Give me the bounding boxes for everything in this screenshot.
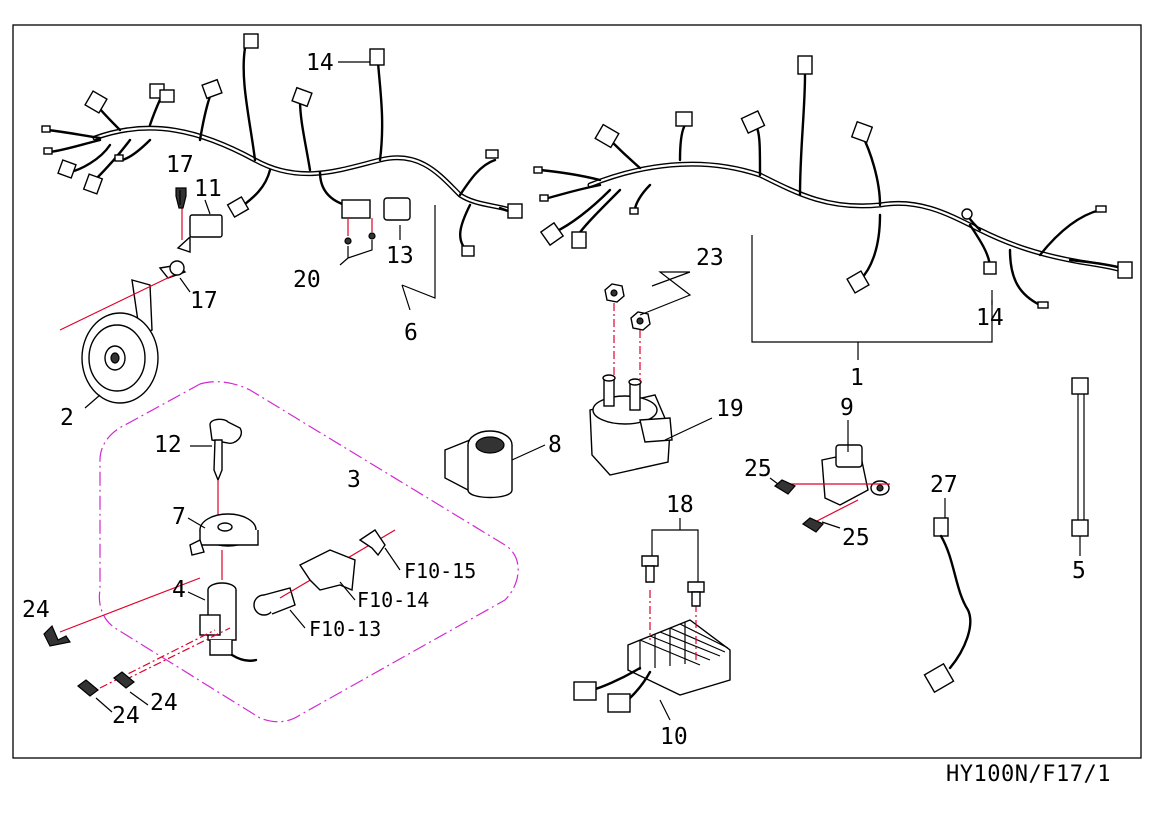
diagram-reference-code: HY100N/F17/1 bbox=[946, 762, 1111, 787]
callout-25-top: 25 bbox=[744, 456, 772, 482]
callout-5: 5 bbox=[1072, 558, 1086, 584]
callout-14-left: 14 bbox=[306, 50, 334, 76]
callout-1: 1 bbox=[850, 365, 864, 391]
callout-8: 8 bbox=[548, 432, 562, 458]
wiring-harness-left bbox=[41, 33, 523, 257]
clip-f10-15 bbox=[358, 529, 386, 557]
sensor-9 bbox=[821, 444, 890, 506]
callout-19: 19 bbox=[716, 396, 744, 422]
callout-17-bottom: 17 bbox=[190, 288, 218, 314]
callout-7: 7 bbox=[172, 504, 186, 530]
harness-relay bbox=[341, 199, 371, 219]
callout-f10-13: F10-13 bbox=[309, 617, 381, 641]
callout-13: 13 bbox=[386, 243, 414, 269]
callout-9: 9 bbox=[840, 395, 854, 421]
callout-20: 20 bbox=[293, 267, 321, 293]
leader-lines bbox=[84, 61, 1081, 721]
callout-25-bottom: 25 bbox=[842, 525, 870, 551]
callout-27: 27 bbox=[930, 472, 958, 498]
callout-24-left: 24 bbox=[22, 597, 50, 623]
bolt-18a bbox=[641, 555, 659, 583]
relay-11 bbox=[189, 214, 223, 238]
lead-5 bbox=[1071, 377, 1089, 537]
callout-6: 6 bbox=[404, 320, 418, 346]
seat-lock-f10-13 bbox=[253, 587, 296, 616]
callout-24-bottom-a: 24 bbox=[112, 703, 140, 729]
callout-f10-14: F10-14 bbox=[357, 588, 429, 612]
callout-23: 23 bbox=[696, 245, 724, 271]
wiring-harness-right bbox=[533, 55, 1133, 309]
key-12 bbox=[209, 418, 242, 482]
callout-4: 4 bbox=[172, 577, 186, 603]
callout-24-bottom-b: 24 bbox=[150, 690, 178, 716]
switch-body-4 bbox=[199, 582, 258, 662]
callout-12: 12 bbox=[154, 432, 182, 458]
ignition-group-outline bbox=[98, 381, 519, 723]
callout-18: 18 bbox=[666, 492, 694, 518]
callout-11: 11 bbox=[194, 176, 222, 202]
callout-f10-15: F10-15 bbox=[404, 559, 476, 583]
callout-2: 2 bbox=[60, 405, 74, 431]
cover-8 bbox=[444, 430, 513, 499]
regulator-10 bbox=[573, 619, 731, 713]
horn bbox=[81, 264, 187, 404]
callout-17-top: 17 bbox=[166, 152, 194, 178]
callout-10: 10 bbox=[660, 724, 688, 750]
bolt-18b bbox=[687, 581, 705, 607]
sensor-wire-27 bbox=[923, 517, 972, 694]
relay-13 bbox=[383, 197, 411, 221]
bracket-f10-14 bbox=[298, 549, 356, 592]
callout-14-right: 14 bbox=[976, 305, 1004, 331]
starter-relay-19 bbox=[589, 374, 673, 476]
callout-3: 3 bbox=[347, 467, 361, 493]
diagram-frame bbox=[12, 24, 1142, 759]
